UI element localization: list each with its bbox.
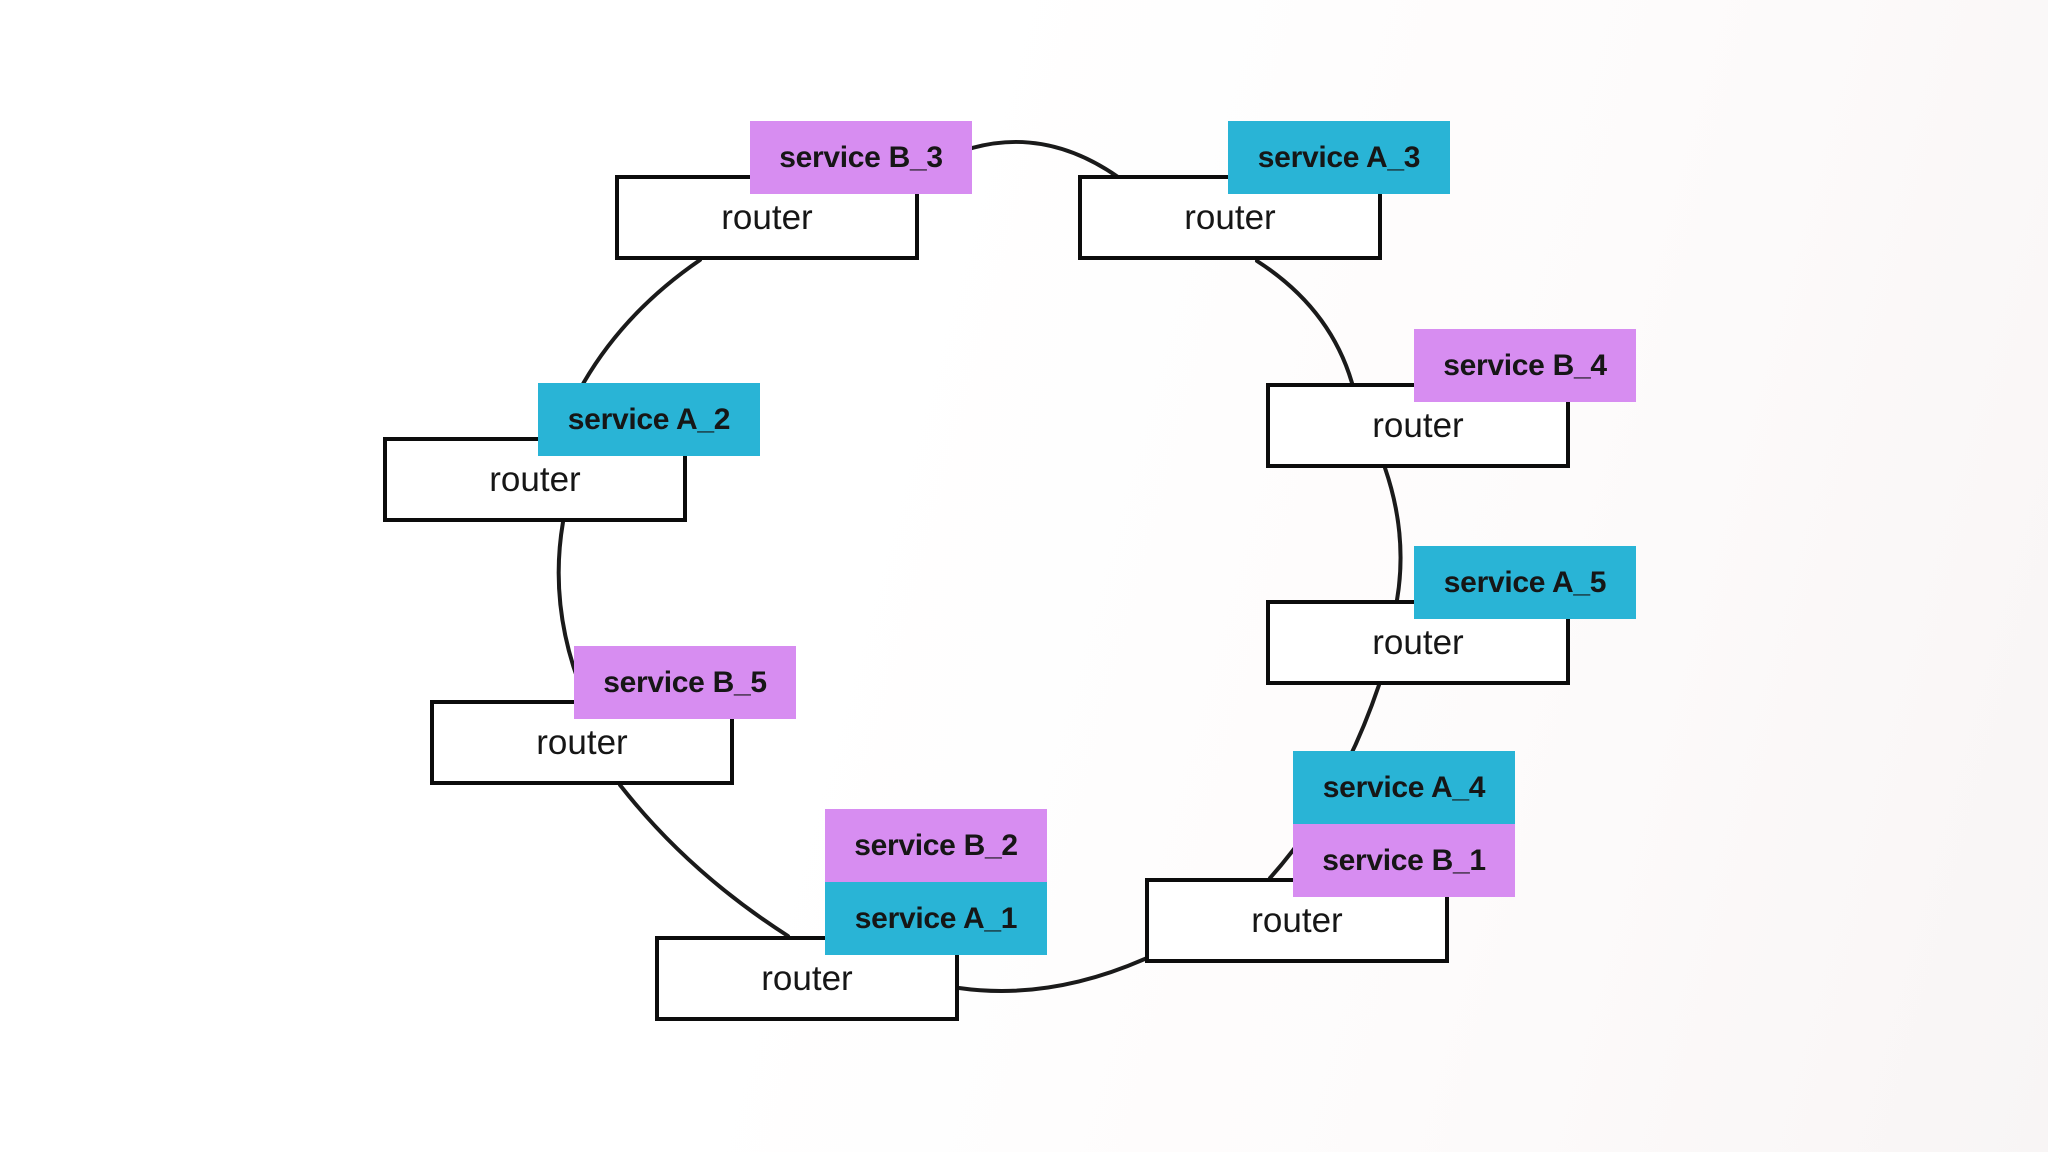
service-a-5-box: service A_5: [1414, 546, 1636, 619]
service-b-1-box: service B_1: [1293, 824, 1515, 897]
router-a4-b1-label: router: [1251, 900, 1343, 940]
service-b-5-label: service B_5: [603, 665, 767, 699]
router-a2-label: router: [489, 459, 581, 499]
service-b-5-box: service B_5: [574, 646, 796, 719]
router-a5-label: router: [1372, 622, 1464, 662]
service-b-4-label: service B_4: [1443, 348, 1607, 382]
service-a-1-label: service A_1: [854, 901, 1018, 935]
service-b-2-box: service B_2: [825, 809, 1047, 882]
service-a-3-label: service A_3: [1257, 140, 1421, 174]
router-b4-label: router: [1372, 405, 1464, 445]
service-b-1-label: service B_1: [1322, 843, 1486, 877]
service-b-4-box: service B_4: [1414, 329, 1636, 402]
service-a-2-box: service A_2: [538, 383, 760, 456]
router-b5-label: router: [536, 722, 628, 762]
service-a-1-box: service A_1: [825, 882, 1047, 955]
service-a-5-label: service A_5: [1443, 565, 1607, 599]
edge-router-a3-to-router-b4: [1255, 259, 1354, 385]
edge-router-b2-a1-to-router-b5: [618, 783, 790, 938]
service-b-3-box: service B_3: [750, 121, 972, 194]
service-a-4-label: service A_4: [1322, 770, 1486, 804]
service-b-3-label: service B_3: [779, 140, 943, 174]
router-b2-a1-label: router: [761, 958, 853, 998]
router-a3-label: router: [1184, 197, 1276, 237]
edge-router-a4-b1-to-router-b2-a1: [957, 956, 1149, 993]
service-a-2-label: service A_2: [567, 402, 731, 436]
service-b-2-label: service B_2: [854, 828, 1018, 862]
service-a-3-box: service A_3: [1228, 121, 1450, 194]
router-b3-label: router: [721, 197, 813, 237]
edge-router-b4-to-router-a5: [1383, 466, 1403, 602]
service-a-4-box: service A_4: [1293, 751, 1515, 824]
